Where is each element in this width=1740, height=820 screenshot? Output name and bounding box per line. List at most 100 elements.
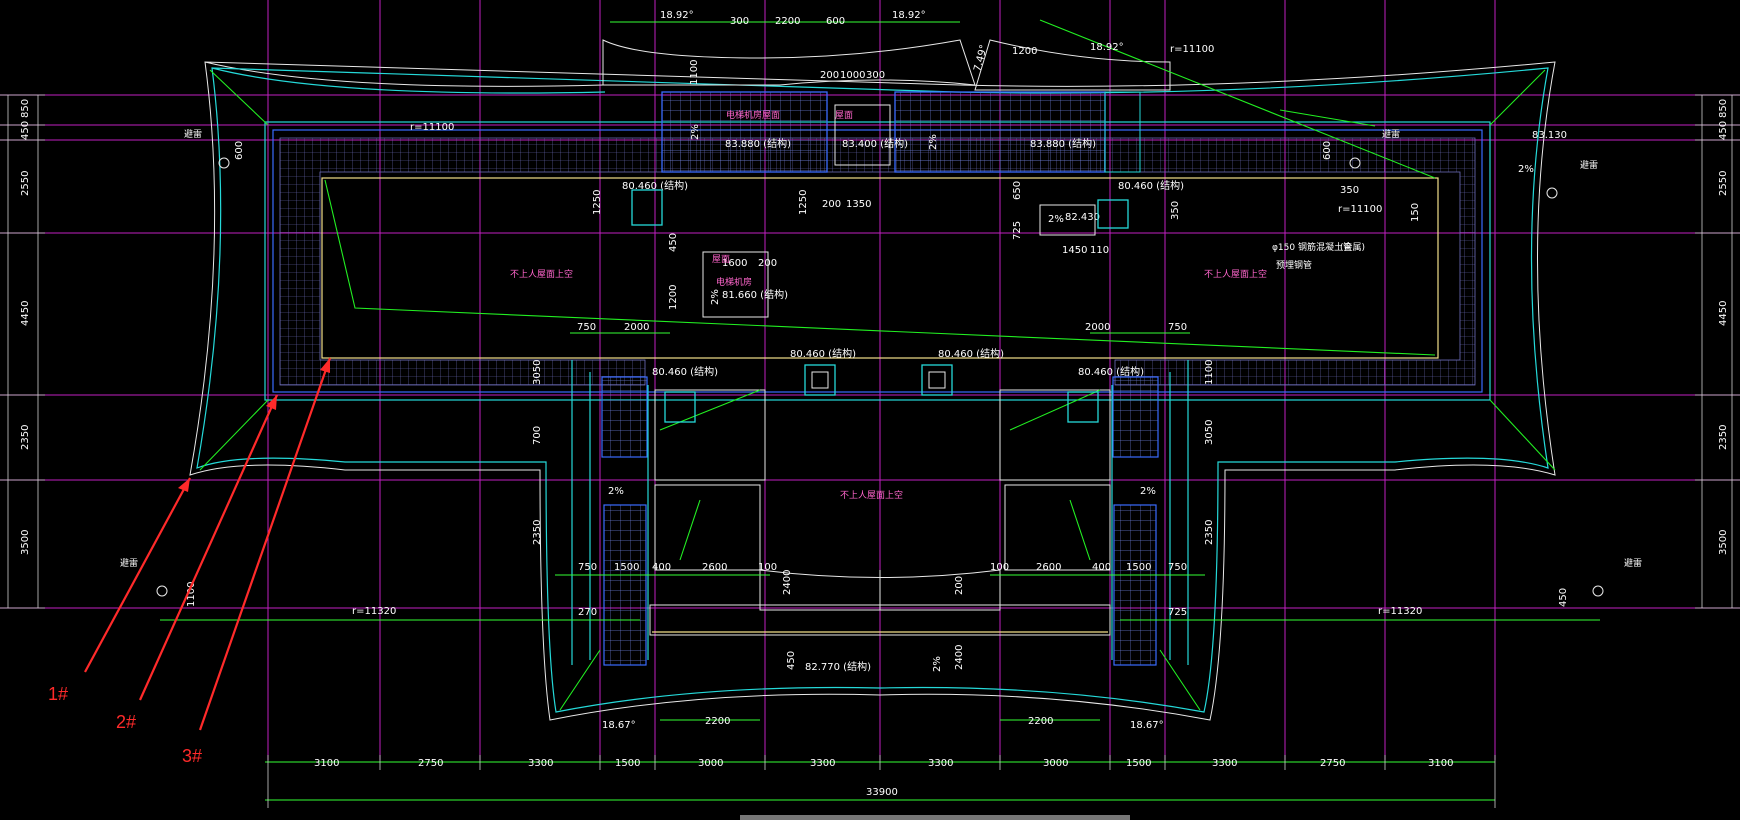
slope-7: 2% (1140, 486, 1156, 497)
wing-right-2350: 3050 (1204, 420, 1215, 445)
callout-label-3: 3# (182, 746, 202, 766)
dim-1200: 1200 (668, 285, 679, 310)
note-pipe-1: φ150 钢筋混凝土管 (1272, 241, 1352, 253)
notes: 不上人屋面上空 不上人屋面上空 不上人屋面上空 电梯机房屋面 屋面 屋面 电梯机… (510, 109, 1365, 501)
small-room-box (702, 251, 769, 318)
bottom-dim-8: 1500 (1126, 758, 1151, 769)
bottom-dim-11: 3100 (1428, 758, 1453, 769)
wing-left-100: 100 (758, 562, 777, 573)
note-top-room: 电梯机房屋面 (726, 109, 780, 121)
level-80460-e: 80.460 (结构) (652, 365, 718, 378)
room-top-center (834, 104, 891, 166)
mid-left-2000: 2000 (624, 322, 649, 333)
note-right-roof: 不上人屋面上空 (1204, 268, 1267, 280)
dim-1000: 1000 (840, 70, 865, 81)
dim-880-b: 350 (1170, 201, 1181, 220)
drain-symbols (631, 189, 1129, 423)
left-dim-2350: 2350 (20, 425, 31, 450)
bottom-angle-right: 18.67° (1130, 720, 1164, 731)
left-dimension-strip: 850 450 2550 4450 2350 3500 (0, 94, 45, 609)
marker-label-bl: 避雷 (120, 557, 138, 569)
slope-1: 2% (690, 124, 701, 140)
marker-label-r: 避雷 (1580, 159, 1598, 171)
slope-2: 2% (928, 134, 939, 150)
room-top-right-strip (1104, 91, 1141, 173)
left-wing-lower-grid (603, 504, 647, 666)
right-marker-450: 450 (1558, 588, 1569, 607)
top-ridge-right (974, 39, 1171, 91)
note-pipe-2: 预埋钢管 (1276, 259, 1312, 271)
lightning-markers: 避雷 避雷 避雷 避雷 避雷 (120, 128, 1642, 597)
slope-8: 2% (932, 656, 943, 672)
corner-diag-sl (559, 649, 601, 711)
top-angle-2: 18.92° (892, 10, 926, 21)
top-dim-600: 600 (826, 16, 845, 27)
dim-1450: 1450 (1062, 245, 1087, 256)
green-lines (199, 19, 1556, 711)
small-box-right (1039, 204, 1096, 236)
bottom-dim-3: 1500 (615, 758, 640, 769)
bottom-angle-left: 18.67° (602, 720, 636, 731)
drain-center-left (804, 364, 836, 396)
note-small-room2: 电梯机房 (716, 276, 752, 288)
center-2400-right: 2400 (954, 645, 965, 670)
note-top-room2: 屋面 (835, 110, 853, 121)
drain-top-left (631, 189, 663, 226)
left-dim-450: 450 (20, 121, 31, 140)
marker-circle-bl (156, 585, 168, 597)
top-dim-1200: 1200 (1012, 46, 1037, 57)
dim-200-b: 200 (820, 70, 839, 81)
callout-arrows: 1# 2# 3# (48, 357, 332, 766)
wing-left-750: 750 (578, 562, 597, 573)
radius-left: r=11100 (410, 122, 454, 133)
slope-3: 2% (1048, 214, 1064, 225)
right-wing-lower-grid (1113, 504, 1157, 666)
wing-right-3050: 2350 (1204, 520, 1215, 545)
level-82770: 82.770 (结构) (805, 660, 871, 673)
parapet-inner (272, 129, 1483, 393)
right-inner-room-upper (999, 389, 1111, 481)
marker-label-tr: 避雷 (1382, 128, 1400, 140)
dim-450: 450 (668, 233, 679, 252)
left-inner-room-upper (654, 389, 766, 481)
note-left-roof: 不上人屋面上空 (510, 268, 573, 280)
bottom-dim-10: 2750 (1320, 758, 1345, 769)
right-dimension-strip: 850 450 2550 4450 2350 3500 (1695, 94, 1740, 609)
top-ridge-left (602, 39, 976, 86)
drain-center-right-inner (928, 371, 946, 389)
right-dim-2550: 2550 (1718, 171, 1729, 196)
gutter-band (279, 137, 1476, 386)
wing-right-750: 750 (1168, 562, 1187, 573)
dim-300: 300 (866, 70, 885, 81)
drain-center-left-inner (811, 371, 829, 389)
level-81660: 81.660 (结构) (722, 288, 788, 301)
bottom-scroll-strip[interactable] (740, 815, 1130, 820)
corner-diag-br (1489, 399, 1556, 471)
dim-150: 150 (1410, 203, 1421, 222)
level-80460-d: 80.460 (结构) (938, 347, 1004, 360)
level-83130: 83.130 (1532, 130, 1567, 141)
marker-circle-br (1592, 585, 1604, 597)
drain-wing-left (664, 391, 696, 423)
dim-1600: 1600 (722, 258, 747, 269)
slope-line-long (324, 179, 1436, 356)
radius-right: r=11100 (1338, 204, 1382, 215)
slope-line-right (1279, 109, 1376, 127)
marker-circle-tl (218, 157, 230, 169)
parapet-outer (264, 121, 1491, 401)
bottom-dim-7: 3000 (1043, 758, 1068, 769)
left-dim-4450: 4450 (20, 301, 31, 326)
left-600: 600 (234, 141, 245, 160)
callout-arrow-3 (198, 357, 332, 731)
dim-545: 650 (1012, 181, 1023, 200)
radius-bottom-left: r=11320 (352, 606, 396, 617)
mid-left-750: 750 (577, 322, 596, 333)
level-83400: 83.400 (结构) (842, 137, 908, 150)
callout-label-2: 2# (116, 712, 136, 732)
room-top-left-grid (661, 91, 828, 173)
front-canopy (649, 604, 1111, 636)
bottom-dim-2: 3300 (528, 758, 553, 769)
dim-350: 350 (1340, 185, 1359, 196)
